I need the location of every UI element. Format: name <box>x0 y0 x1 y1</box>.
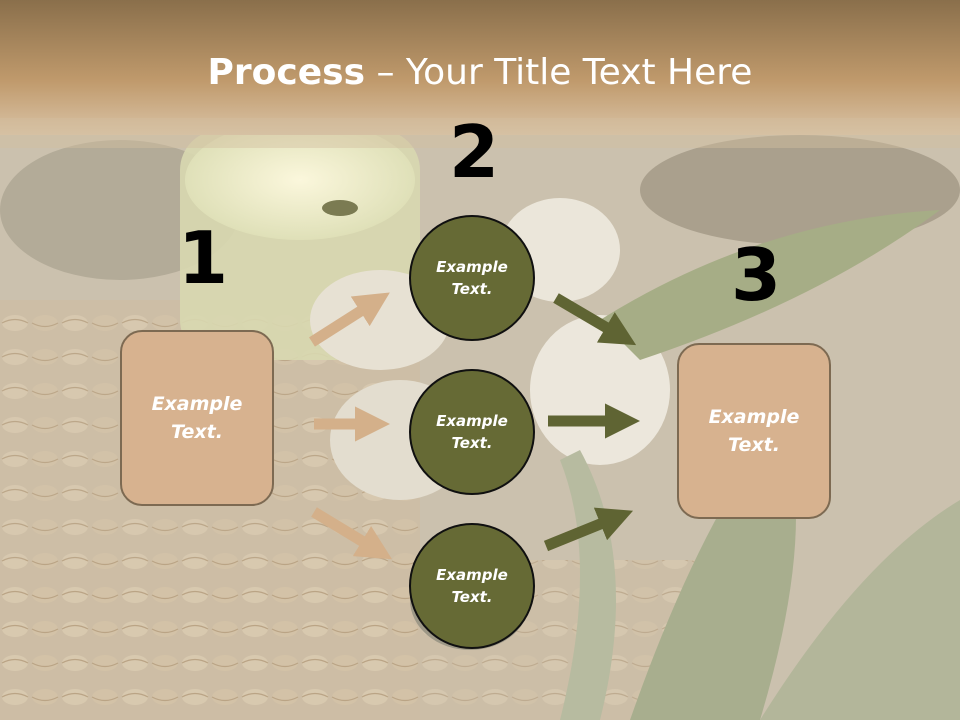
arrow-top-to-right <box>553 293 637 346</box>
right-text-box: Example Text. <box>677 343 831 519</box>
title-bold: Process <box>207 52 366 93</box>
title-rest: – Your Title Text Here <box>365 52 753 93</box>
step-number-1: 1 <box>178 216 229 300</box>
circle-node-middle: Example Text. <box>409 369 535 495</box>
circle-node-bottom: Example Text. <box>409 523 535 649</box>
circle-middle-text: Example Text. <box>436 411 508 453</box>
right-box-text: Example Text. <box>708 405 800 457</box>
left-box-text: Example Text. <box>151 392 243 444</box>
left-text-box: Example Text. <box>120 330 274 506</box>
circle-node-top: Example Text. <box>409 215 535 341</box>
step-number-2: 2 <box>449 110 500 194</box>
arrow-left-to-bottom <box>311 507 393 560</box>
slide-title: Process – Your Title Text Here <box>0 52 960 93</box>
arrow-bottom-to-right <box>543 507 634 552</box>
arrow-left-to-top <box>309 292 390 347</box>
circle-top-text: Example Text. <box>436 257 508 299</box>
step-number-3: 3 <box>731 233 782 317</box>
circle-bottom-text: Example Text. <box>436 565 508 607</box>
